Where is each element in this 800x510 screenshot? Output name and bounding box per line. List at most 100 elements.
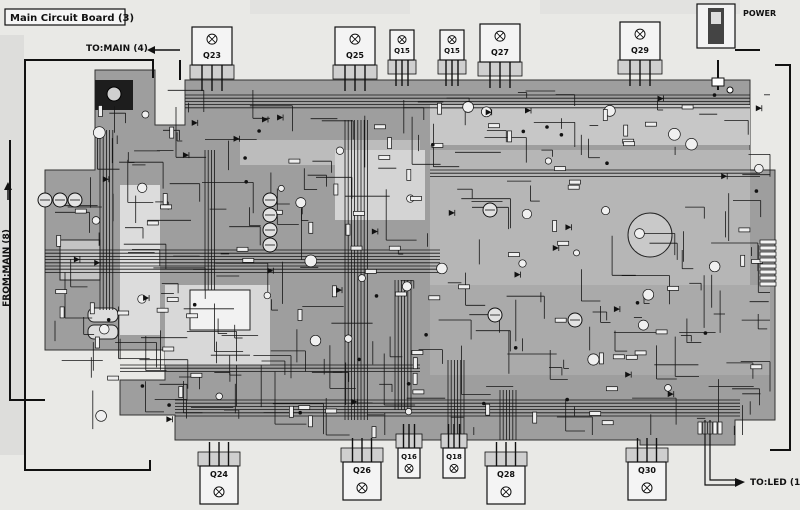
resistor-part [623, 124, 629, 137]
pad-part [374, 294, 379, 298]
capacitor-part [304, 254, 318, 268]
diode-part [336, 287, 343, 294]
resistor-part [74, 208, 87, 214]
transistor-label: Q29 [631, 46, 649, 55]
pad-part [106, 318, 111, 322]
resistor-part [412, 372, 418, 385]
capacitor-part [402, 281, 412, 292]
transistor-q30-bottom: Q30 [625, 438, 669, 501]
resistor-part [166, 297, 179, 302]
resistor-part [738, 227, 751, 233]
capacitor-part [358, 274, 366, 282]
resistor-part [554, 166, 566, 171]
resistor-part [655, 329, 668, 335]
diode-part [448, 209, 456, 216]
capacitor-part [664, 384, 672, 392]
pad-part [167, 403, 171, 407]
resistor-part [186, 313, 198, 319]
resistor-part [606, 386, 618, 392]
to-main-label: TO:MAIN (4) [86, 44, 148, 54]
pad-part [521, 129, 526, 134]
transistor-q16-bottom: Q16 [395, 424, 423, 479]
resistor-part [623, 141, 635, 147]
resistor-part [634, 350, 647, 356]
transistor-label: Q15 [444, 47, 460, 55]
resistor-part [378, 155, 391, 160]
resistor-part [162, 193, 168, 205]
resistor-part [388, 245, 401, 251]
resistor-part [95, 336, 100, 349]
capacitor-part [91, 216, 101, 225]
pad-part [635, 301, 640, 305]
diode-part [755, 105, 763, 112]
pad-part [482, 401, 486, 406]
resistor-part [98, 105, 103, 117]
resistor-part [345, 223, 351, 236]
diode-part [371, 228, 379, 235]
transistor-label: Q16 [401, 453, 417, 461]
pad-part [754, 189, 759, 193]
pad-part [298, 410, 303, 415]
round-transistor-part [262, 192, 278, 208]
resistor-part [625, 354, 638, 360]
resistor-part [645, 121, 657, 127]
resistor-part [89, 302, 95, 315]
pad-part [513, 346, 518, 350]
transistor-q25-top: Q25 [332, 26, 378, 91]
diode-part [351, 398, 358, 405]
resistor-part [387, 137, 392, 149]
resistor-part [332, 285, 337, 298]
capacitor-part [93, 126, 106, 139]
resistor-part [350, 245, 363, 251]
title-box: Main Circuit Board (3) [4, 8, 134, 26]
diode-part [261, 116, 269, 123]
capacitor-part [295, 197, 307, 208]
arrow-from-main [4, 182, 12, 200]
round-transistor-part [262, 222, 278, 238]
arrow-to-main [147, 46, 180, 54]
diode-part [667, 391, 675, 398]
capacitor-part [137, 182, 148, 193]
pad-part [243, 156, 247, 160]
transistor-q15-top: Q15 [437, 29, 467, 86]
resistor-part [557, 240, 570, 246]
diode-part [514, 271, 521, 278]
diode-part [102, 176, 110, 183]
pad-part [712, 93, 717, 97]
pad-part [140, 384, 145, 388]
resistor-part [242, 258, 255, 263]
round-transistor-part [482, 202, 498, 218]
diode-part [525, 107, 532, 114]
diode-part [721, 173, 728, 180]
resistor-part [288, 158, 301, 164]
pad-part [357, 357, 361, 362]
transistor-q26-bottom: Q26 [340, 438, 384, 501]
resistor-part [567, 184, 580, 190]
transistor-label: Q27 [491, 48, 509, 57]
resistor-part [156, 307, 169, 313]
resistor-part [56, 235, 62, 247]
resistor-part [602, 109, 608, 121]
resistor-part [107, 375, 119, 381]
capacitor-part [263, 291, 271, 300]
trace-lines [45, 89, 771, 440]
resistor-part [374, 124, 386, 130]
round-transistor-part [487, 307, 503, 323]
resistor-part [411, 350, 424, 355]
resistor-part [667, 286, 679, 291]
transistor-label: Q28 [497, 470, 515, 479]
circuit-traces [45, 89, 771, 440]
resistor-part [325, 408, 338, 414]
resistor-part [59, 306, 65, 319]
resistor-part [601, 420, 614, 426]
pad-part [703, 331, 708, 335]
transistor-label: Q30 [638, 466, 656, 475]
diode-part [625, 371, 632, 378]
capacitor-part [601, 206, 611, 216]
resistor-part [178, 386, 184, 398]
transistor-label: Q23 [203, 51, 221, 60]
capacitor-part [634, 228, 645, 239]
diode-part [191, 119, 199, 126]
